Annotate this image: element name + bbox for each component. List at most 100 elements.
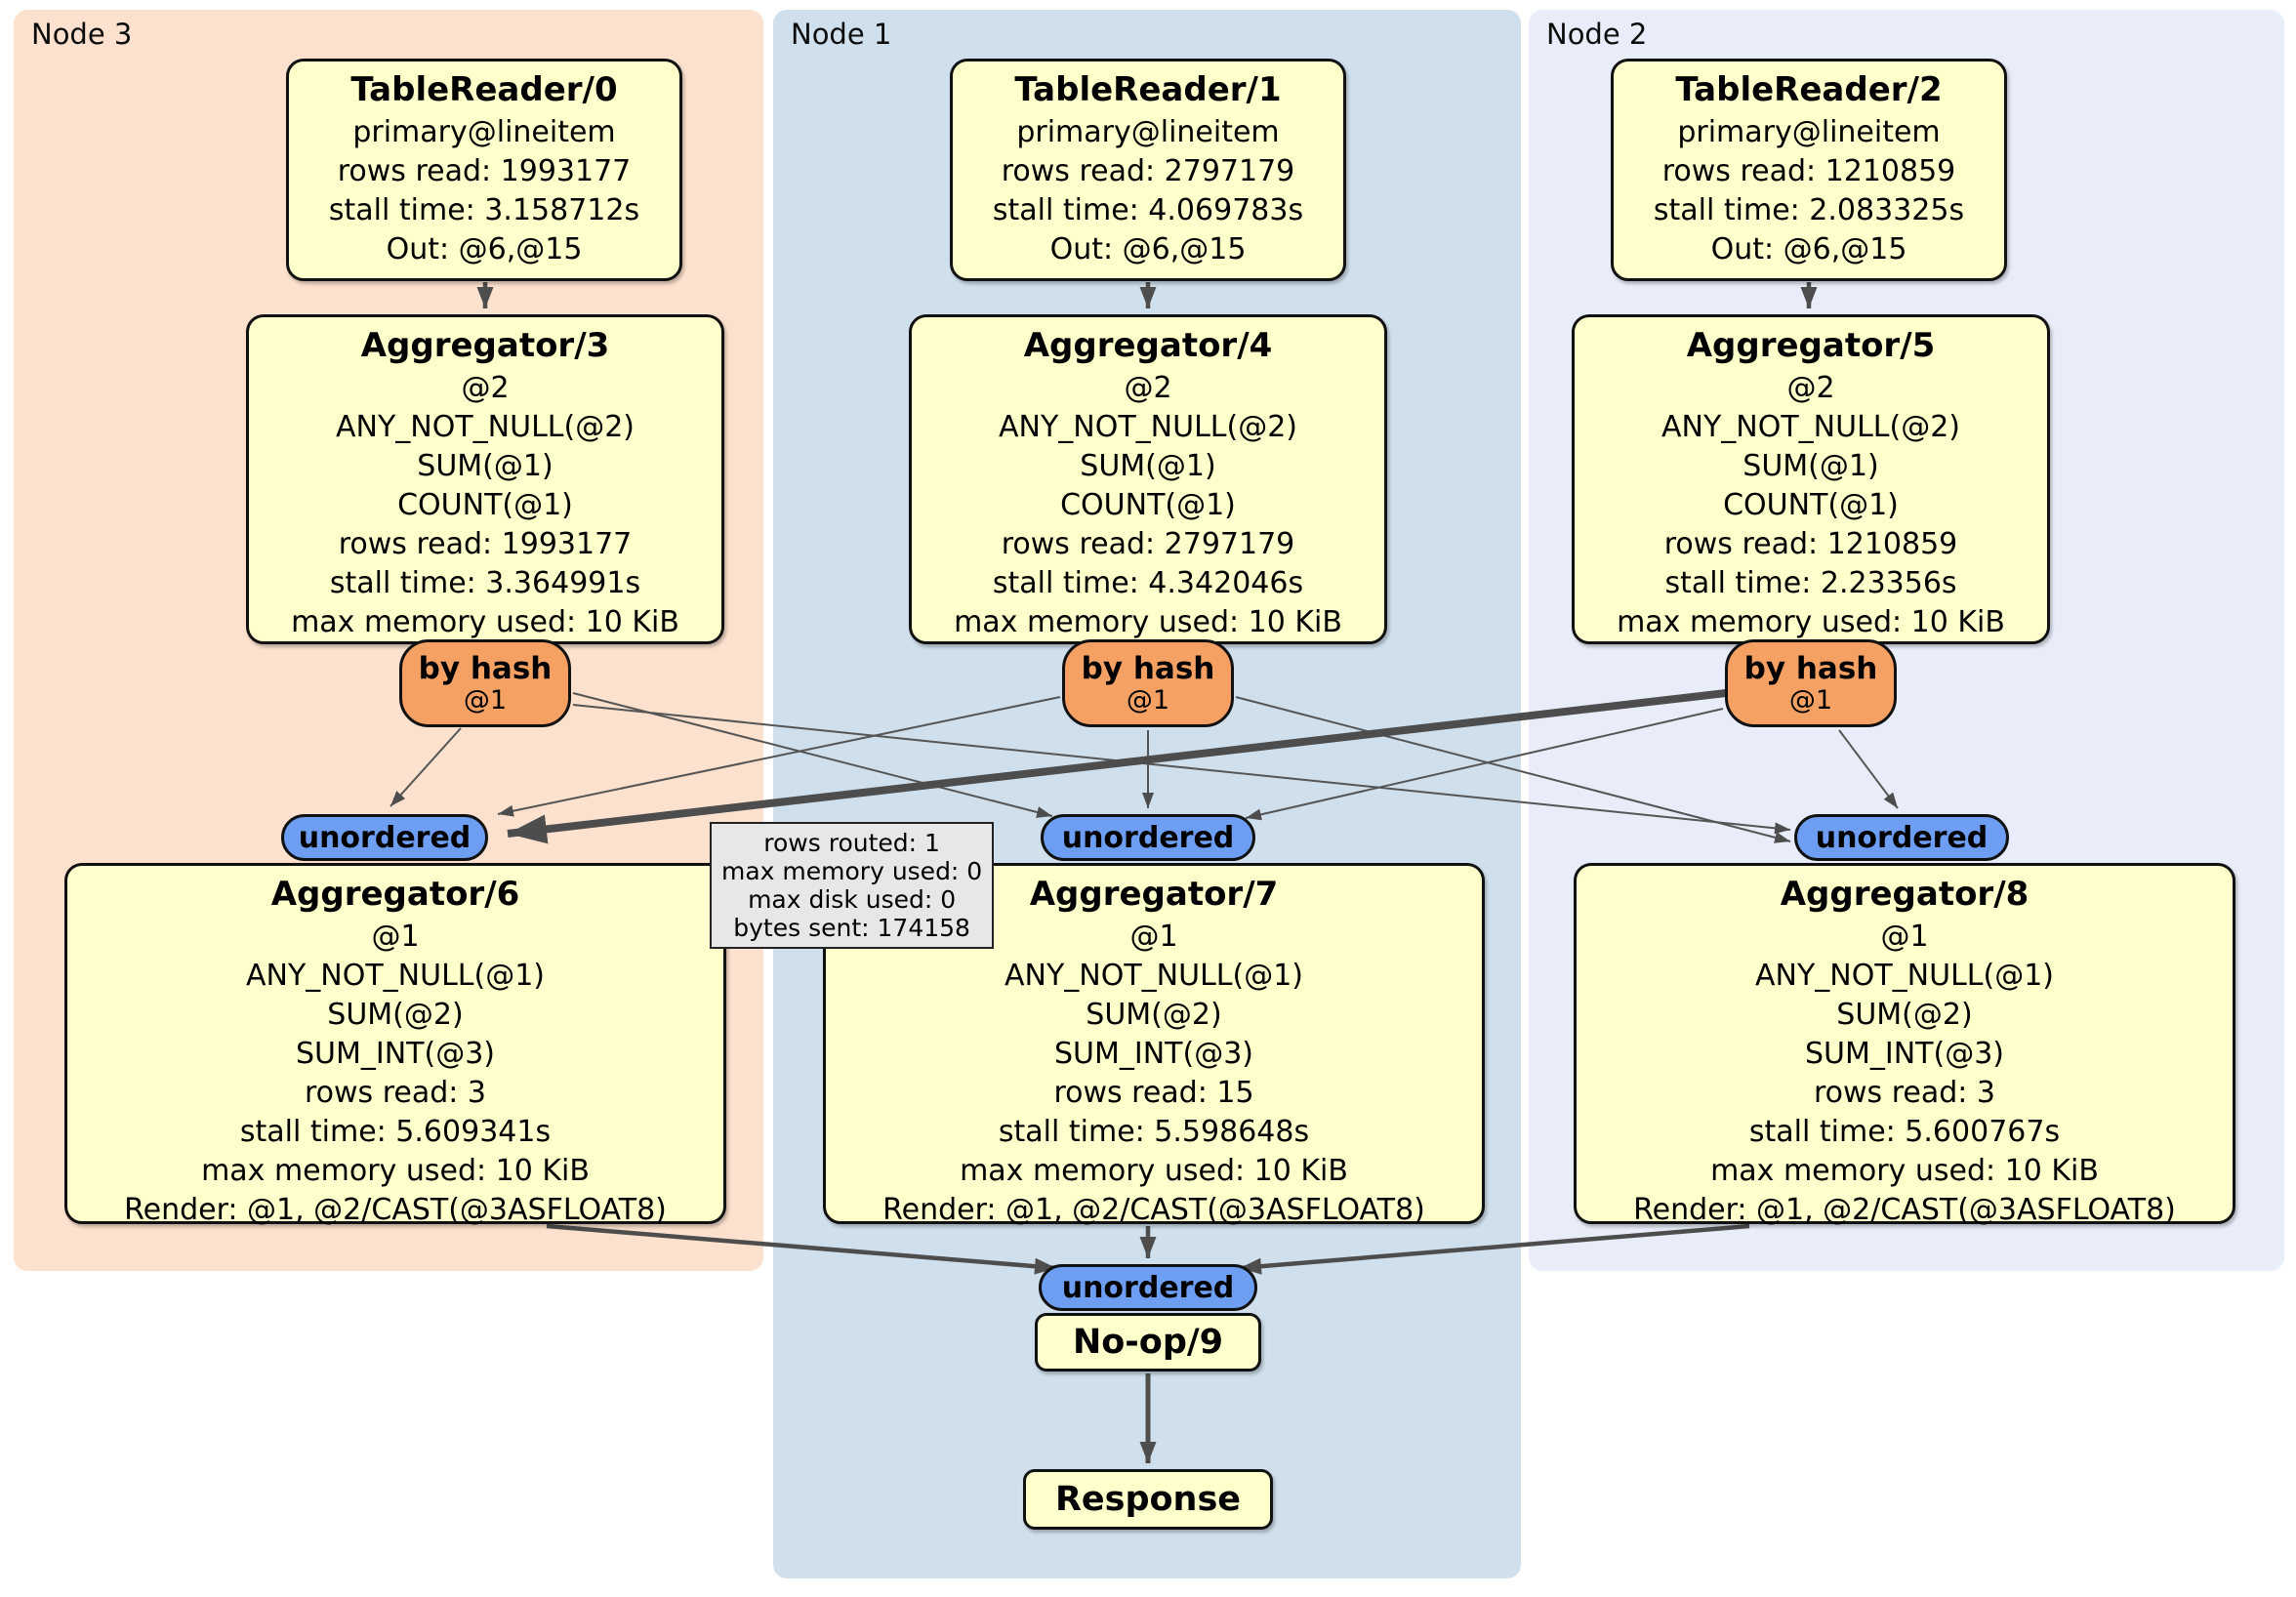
box-line: stall time: 3.158712s <box>328 193 640 227</box>
box-title: Aggregator/6 <box>270 875 520 914</box>
edge-byhash4-unordered5[interactable] <box>1235 696 1791 843</box>
router-by-hash-5: by hash @1 <box>1725 639 1897 727</box>
box-title: Aggregator/8 <box>1780 875 2030 914</box>
box-line: SUM_INT(@3) <box>296 1037 495 1071</box>
box-line: primary@lineitem <box>352 115 616 149</box>
box-line: max memory used: 10 KiB <box>954 605 1342 639</box>
box-line: COUNT(@1) <box>1723 488 1899 522</box>
router-key: @1 <box>463 685 508 716</box>
router-key: @1 <box>1788 685 1833 716</box>
box-line: ANY_NOT_NULL(@2) <box>1661 410 1960 444</box>
box-line: ANY_NOT_NULL(@1) <box>1004 959 1303 993</box>
box-line: stall time: 5.609341s <box>239 1115 552 1149</box>
tooltip-line: max memory used: 0 <box>721 857 983 885</box>
box-line: rows read: 1993177 <box>338 527 633 561</box>
edge-byhash3-unordered5[interactable] <box>572 704 1791 835</box>
box-line: stall time: 4.342046s <box>992 566 1304 600</box>
box-aggregator-7: Aggregator/7 @1 ANY_NOT_NULL(@1) SUM(@2)… <box>823 863 1485 1227</box>
edge-byhash5-unordered5[interactable] <box>1838 729 1899 809</box>
tooltip-line: rows routed: 1 <box>763 829 940 857</box>
box-aggregator-4: Aggregator/4 @2 ANY_NOT_NULL(@2) SUM(@1)… <box>909 314 1387 644</box>
edge-byhash5-unordered3-highlighted[interactable] <box>507 689 1727 844</box>
sync-unordered-final: unordered <box>1039 1264 1257 1311</box>
box-line: rows read: 2797179 <box>1001 527 1295 561</box>
box-line: @1 <box>1129 920 1178 954</box>
box-line: Render: @1, @2/CAST(@3ASFLOAT8) <box>1633 1193 2176 1227</box>
box-line: SUM_INT(@3) <box>1805 1037 2004 1071</box>
router-key: @1 <box>1126 685 1170 716</box>
tooltip-line: max disk used: 0 <box>748 885 957 914</box>
edge-byhash4-unordered3[interactable] <box>497 696 1061 817</box>
box-line: max memory used: 10 KiB <box>1710 1154 2099 1188</box>
box-title: Aggregator/3 <box>360 326 610 365</box>
box-aggregator-6: Aggregator/6 @1 ANY_NOT_NULL(@1) SUM(@2)… <box>64 863 726 1227</box>
edge-agg8-unordered-final[interactable] <box>1239 1223 1750 1275</box>
box-line: ANY_NOT_NULL(@2) <box>999 410 1297 444</box>
box-line: ANY_NOT_NULL(@1) <box>1755 959 2054 993</box>
box-line: SUM(@2) <box>1086 998 1222 1032</box>
box-line: max memory used: 10 KiB <box>201 1154 590 1188</box>
box-line: rows read: 2797179 <box>1001 154 1295 188</box>
panel-node-2-label: Node 2 <box>1546 18 1648 51</box>
box-line: SUM(@2) <box>327 998 464 1032</box>
box-line: Out: @6,@15 <box>1710 232 1907 266</box>
panel-node-1-label: Node 1 <box>791 18 892 51</box>
box-line: stall time: 5.598648s <box>998 1115 1310 1149</box>
box-line: stall time: 2.083325s <box>1653 193 1965 227</box>
box-line: Render: @1, @2/CAST(@3ASFLOAT8) <box>882 1193 1425 1227</box>
box-line: rows read: 1210859 <box>1663 527 1958 561</box>
router-label: by hash <box>1743 651 1878 686</box>
router-by-hash-3: by hash @1 <box>399 639 571 727</box>
box-line: SUM(@1) <box>1080 449 1216 483</box>
sync-unordered-node3: unordered <box>281 814 488 861</box>
box-tablereader-0: TableReader/0 primary@lineitem rows read… <box>286 59 682 281</box>
box-line: SUM(@1) <box>1742 449 1879 483</box>
box-line: SUM(@1) <box>417 449 554 483</box>
sync-unordered-node2: unordered <box>1794 814 2009 861</box>
box-line: rows read: 1993177 <box>337 154 632 188</box>
edge-agg6-unordered-final[interactable] <box>546 1223 1057 1275</box>
sync-unordered-node1: unordered <box>1041 814 1255 861</box>
box-line: COUNT(@1) <box>1060 488 1236 522</box>
box-line: Out: @6,@15 <box>1049 232 1247 266</box>
router-label: by hash <box>1081 651 1215 686</box>
box-line: @2 <box>1786 371 1835 405</box>
box-line: max memory used: 10 KiB <box>960 1154 1348 1188</box>
box-line: ANY_NOT_NULL(@2) <box>336 410 635 444</box>
box-line: rows read: 3 <box>304 1076 487 1110</box>
box-title: TableReader/1 <box>1014 70 1282 109</box>
box-line: ANY_NOT_NULL(@1) <box>246 959 545 993</box>
box-line: max memory used: 10 KiB <box>1617 605 2005 639</box>
box-line: Render: @1, @2/CAST(@3ASFLOAT8) <box>124 1193 667 1227</box>
router-by-hash-4: by hash @1 <box>1062 639 1234 727</box>
edge-byhash5-unordered4[interactable] <box>1245 708 1724 821</box>
tooltip-line: bytes sent: 174158 <box>733 914 970 942</box>
box-line: @2 <box>1124 371 1172 405</box>
box-aggregator-8: Aggregator/8 @1 ANY_NOT_NULL(@1) SUM(@2)… <box>1574 863 2235 1227</box>
box-tablereader-2: TableReader/2 primary@lineitem rows read… <box>1611 59 2007 281</box>
box-aggregator-3: Aggregator/3 @2 ANY_NOT_NULL(@2) SUM(@1)… <box>246 314 724 644</box>
box-line: stall time: 4.069783s <box>992 193 1304 227</box>
box-line: @1 <box>1880 920 1929 954</box>
box-line: SUM(@2) <box>1836 998 1973 1032</box>
box-title: TableReader/0 <box>350 70 618 109</box>
box-line: primary@lineitem <box>1677 115 1941 149</box>
box-title: TableReader/2 <box>1675 70 1943 109</box>
box-line: COUNT(@1) <box>397 488 573 522</box>
router-label: by hash <box>418 651 553 686</box>
box-title: Aggregator/7 <box>1029 875 1279 914</box>
box-aggregator-5: Aggregator/5 @2 ANY_NOT_NULL(@2) SUM(@1)… <box>1572 314 2050 644</box>
edge-byhash3-unordered3[interactable] <box>390 727 462 807</box>
stream-tooltip: rows routed: 1 max memory used: 0 max di… <box>710 822 995 949</box>
box-line: @1 <box>371 920 420 954</box>
box-tablereader-1: TableReader/1 primary@lineitem rows read… <box>950 59 1346 281</box>
box-line: stall time: 2.23356s <box>1664 566 1957 600</box>
box-title: Aggregator/5 <box>1686 326 1936 365</box>
box-line: stall time: 5.600767s <box>1748 1115 2061 1149</box>
box-line: rows read: 1210859 <box>1661 154 1956 188</box>
box-line: primary@lineitem <box>1016 115 1280 149</box>
box-line: @2 <box>461 371 510 405</box>
box-line: Out: @6,@15 <box>386 232 583 266</box>
